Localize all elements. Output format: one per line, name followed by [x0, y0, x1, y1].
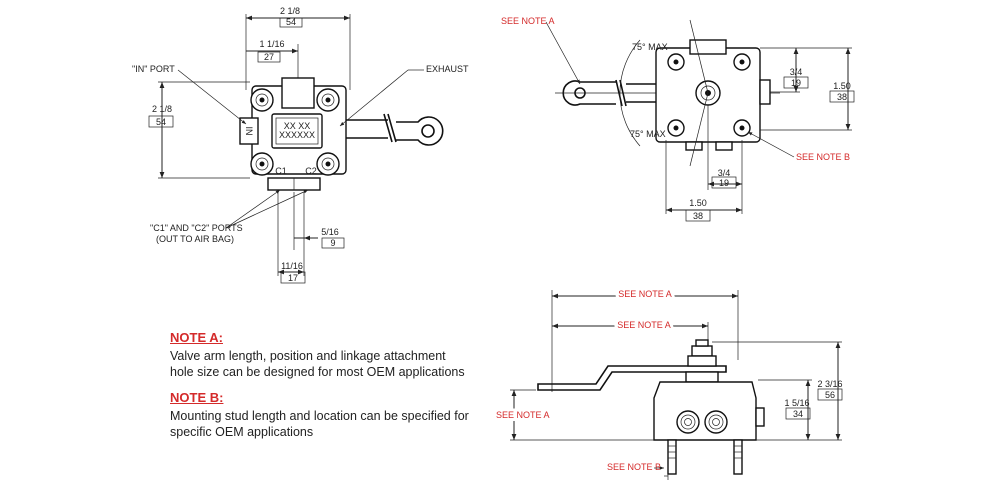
- side-port-right-icon: [704, 410, 728, 434]
- arm-view: 75° MAX 75° MAX SEE NOTE A SEE NOTE B 3/…: [501, 16, 855, 222]
- angle-upper-label: 75° MAX: [632, 42, 668, 52]
- side-see-note-a-left: SEE NOTE A: [496, 410, 550, 420]
- dim-side-large-value: 1.50: [833, 81, 851, 91]
- top-bolt-ul-icon: [250, 88, 274, 112]
- arm-bolt-ul-icon: [667, 53, 685, 71]
- dim-side-small-mm: 19: [791, 78, 801, 88]
- dim-bottom-small-value: 3/4: [718, 168, 731, 178]
- dim-side-large-mm: 38: [837, 92, 847, 102]
- side-see-note-b: SEE NOTE B: [607, 462, 661, 472]
- note-a: NOTE A: Valve arm length, position and l…: [170, 330, 470, 380]
- in-port-mark: IN: [244, 127, 254, 136]
- arm-see-note-b: SEE NOTE B: [796, 152, 850, 162]
- dim-bottom-small-mm: 19: [719, 178, 729, 188]
- c-ports-label-line1: "C1" AND "C2" PORTS: [150, 223, 243, 233]
- exhaust-label: EXHAUST: [426, 64, 469, 74]
- arm-see-note-a: SEE NOTE A: [501, 16, 555, 26]
- dim-overall-width-value: 2 1/8: [280, 6, 300, 16]
- note-a-title: NOTE A:: [170, 330, 223, 345]
- dim-side-small-value: 3/4: [790, 67, 803, 77]
- in-port-label: "IN" PORT: [132, 64, 175, 74]
- side-see-note-a-left-halo: SEE NOTE A: [496, 410, 550, 420]
- side-see-note-a-mid-halo: SEE NOTE A: [617, 320, 671, 330]
- dim-total-height-mm: 56: [825, 390, 835, 400]
- dim-height-mm: 54: [156, 117, 166, 127]
- note-b-title: NOTE B:: [170, 390, 224, 405]
- dim-port-spacing-value: 11/16: [281, 261, 303, 271]
- dim-body-height-value: 1 5/16: [784, 398, 809, 408]
- side-port-left-icon: [676, 410, 700, 434]
- dim-port-offset-mm: 9: [330, 238, 335, 248]
- top-view: 2 1/8 54 1 1/16 27 2 1/8 54 IN XX XX XXX…: [132, 6, 469, 284]
- top-bolt-ll-icon: [250, 152, 274, 176]
- notes-panel: NOTE A: Valve arm length, position and l…: [170, 330, 470, 450]
- arm-bolt-lr-icon: [733, 119, 751, 137]
- side-see-note-a-top: SEE NOTE A: [618, 289, 672, 299]
- top-bolt-lr-icon: [316, 152, 340, 176]
- dim-bottom-large-value: 1.50: [689, 198, 707, 208]
- top-bolt-ur-icon: [316, 88, 340, 112]
- dim-half-width-mm: 27: [264, 52, 274, 62]
- plate-line2: XXXXXX: [279, 130, 315, 140]
- dim-total-height-value: 2 3/16: [817, 379, 842, 389]
- dim-port-offset-value: 5/16: [321, 227, 339, 237]
- side-view: SEE NOTE A SEE NOTE A SEE NOTE A SEE NOT…: [493, 286, 843, 480]
- dim-bottom-large-mm: 38: [693, 211, 703, 221]
- dim-port-spacing-mm: 17: [288, 273, 298, 283]
- note-a-text: Valve arm length, position and linkage a…: [170, 349, 465, 379]
- plate-line1: XX XX: [284, 121, 311, 131]
- dim-overall-width-mm: 54: [286, 17, 296, 27]
- side-see-note-a-top-halo: SEE NOTE A: [618, 289, 672, 299]
- dim-body-height-mm: 34: [793, 409, 803, 419]
- arm-bolt-ur-icon: [733, 53, 751, 71]
- note-b: NOTE B: Mounting stud length and locatio…: [170, 390, 470, 440]
- c2-label: C2: [305, 166, 317, 176]
- dim-half-width-value: 1 1/16: [259, 39, 284, 49]
- c-ports-label-line2: (OUT TO AIR BAG): [156, 234, 234, 244]
- arm-bolt-ll-icon: [667, 119, 685, 137]
- note-b-text: Mounting stud length and location can be…: [170, 409, 469, 439]
- c1-label: C1: [275, 166, 287, 176]
- angle-lower-label: 75° MAX: [630, 129, 666, 139]
- dim-height-value: 2 1/8: [152, 104, 172, 114]
- side-see-note-a-mid: SEE NOTE A: [617, 320, 671, 330]
